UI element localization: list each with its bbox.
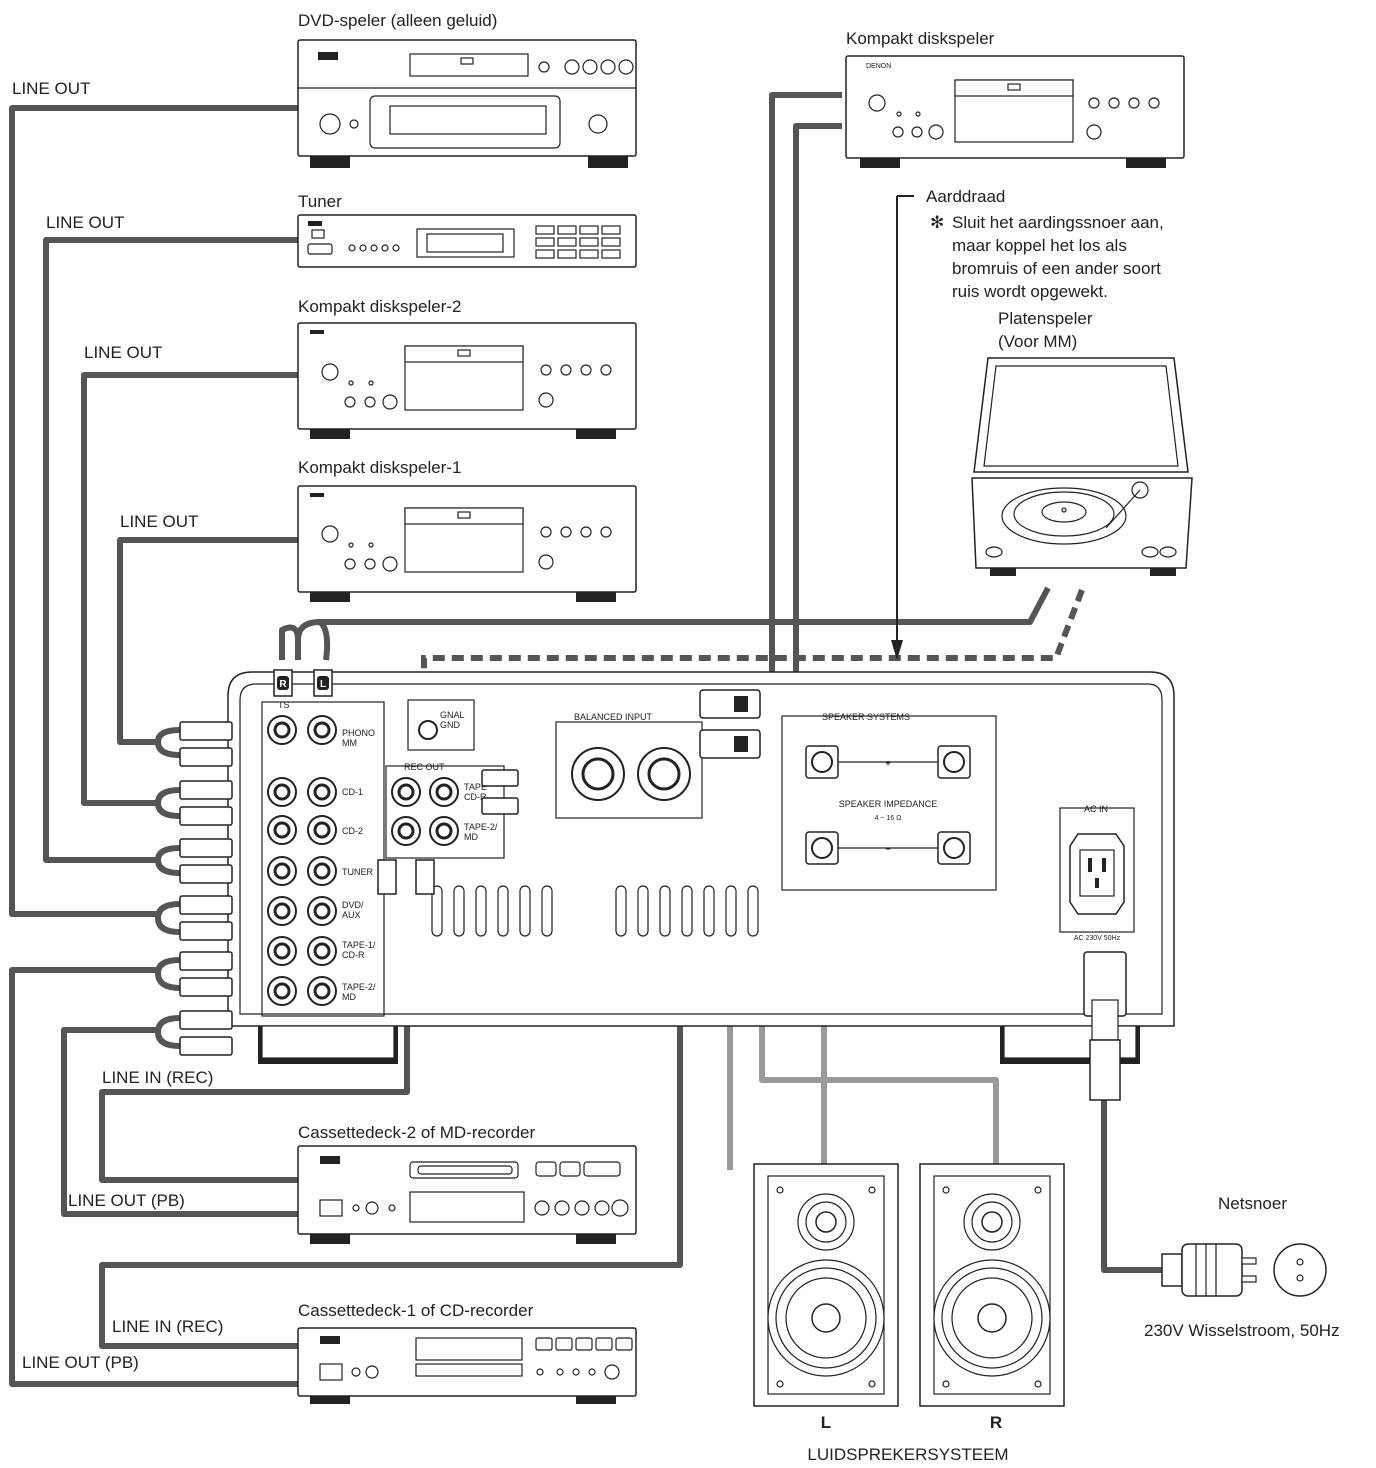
brand-logo [318, 52, 338, 60]
speaker-r-label: R [990, 1413, 1002, 1432]
ac-rating-label: AC 230V 50Hz [1074, 935, 1121, 942]
tuner-line-out-label: LINE OUT [46, 213, 124, 232]
brand-logo [320, 1336, 340, 1344]
tape2-jack-label-1: TAPE-2/ [342, 982, 376, 992]
amplifier-rear-panel: TS PHONO MM CD-1 CD-2 TUNER DVD/ AUX TAP… [179, 669, 1175, 1101]
tape2-line-out-label: LINE OUT (PB) [68, 1191, 185, 1210]
ground-note-line-2: maar koppel het los als [952, 236, 1127, 255]
brand-logo [310, 330, 324, 334]
tuner-label: Tuner [298, 192, 342, 211]
tape2-jack-label-2: MD [342, 992, 356, 1002]
speaker-right [919, 1163, 1065, 1407]
tuner [297, 214, 637, 268]
speaker-left [753, 1163, 899, 1407]
minus-label: − [885, 844, 890, 854]
inputs-abbrev: TS [278, 700, 290, 710]
speaker-systems-label: SPEAKER SYSTEMS [822, 712, 910, 722]
dvd-player [297, 39, 637, 168]
tape1-line-in-label: LINE IN (REC) [112, 1317, 223, 1336]
power-plug [1161, 1243, 1327, 1297]
ground-note-line-3: bromruis of een ander soort [952, 259, 1161, 278]
cd-player-1-label: Kompakt diskspeler-1 [298, 458, 461, 477]
plug-r-letter: R [279, 679, 287, 690]
cd-player-2-label: Kompakt diskspeler-2 [298, 297, 461, 316]
speaker-l-label: L [821, 1413, 831, 1432]
cd2-jack-label: CD-2 [342, 826, 363, 836]
tape-deck-1-label: Cassettedeck-1 of CD-recorder [298, 1301, 534, 1320]
tuner-jack-label: TUNER [342, 867, 373, 877]
ground-note-line-1: Sluit het aardingssnoer aan, [952, 213, 1164, 232]
phono-label-2: MM [342, 738, 357, 748]
phono-plugs: R L [273, 669, 333, 697]
signal-gnd-label-2: GND [440, 720, 461, 730]
ground-note-title: Aarddraad [926, 187, 1005, 206]
rca-plug-strip [179, 721, 233, 1056]
tape2-line-in-label: LINE IN (REC) [102, 1068, 213, 1087]
plus-label: + [885, 758, 890, 768]
rec-tape1-label-1: TAPE [464, 782, 487, 792]
balanced-input-label: BALANCED INPUT [574, 712, 653, 722]
cd-player-2 [297, 322, 637, 439]
plug-l-letter: L [320, 679, 326, 690]
dvd-jack-label-2: AUX [342, 910, 361, 920]
rec-tape2-label-1: TAPE-2/ [464, 822, 498, 832]
input-jacks [267, 715, 337, 1006]
tape1-line-out-label: LINE OUT (PB) [22, 1353, 139, 1372]
mains-label: 230V Wisselstroom, 50Hz [1144, 1321, 1340, 1340]
asterisk-icon: ✻ [930, 213, 944, 232]
rec-out-label: REC OUT [404, 762, 445, 772]
cd-player-balanced: DENON [845, 55, 1185, 168]
tape-deck-2-label: Cassettedeck-2 of MD-recorder [298, 1123, 535, 1142]
speaker-impedance-label: SPEAKER IMPEDANCE [839, 799, 938, 809]
turntable [971, 357, 1193, 576]
turntable-label-1: Platenspeler [998, 309, 1093, 328]
turntable-label-2: (Voor MM) [998, 332, 1077, 351]
vent-slots [431, 885, 759, 937]
cd1-line-out-label: LINE OUT [120, 512, 198, 531]
ac-in-label: AC IN [1084, 804, 1108, 814]
rec-tape1-label-2: CD-R [464, 792, 487, 802]
ground-note: Aarddraad ✻ Sluit het aardingssnoer aan,… [926, 187, 1164, 301]
cd2-line-out-label: LINE OUT [84, 343, 162, 362]
tape1-jack-label-1: TAPE-1/ [342, 940, 376, 950]
power-cord-label: Netsnoer [1218, 1194, 1287, 1213]
brand-logo [310, 493, 324, 497]
cd1-jack-label: CD-1 [342, 787, 363, 797]
dvd-line-out-label: LINE OUT [12, 79, 90, 98]
rec-tape2-label-2: MD [464, 832, 478, 842]
dvd-player-label: DVD-speler (alleen geluid) [298, 11, 497, 30]
phono-label-1: PHONO [342, 728, 375, 738]
ground-arrow [891, 195, 914, 660]
cd-player-1 [297, 485, 637, 602]
brand-logo [320, 1156, 340, 1164]
ground-note-line-4: ruis wordt opgewekt. [952, 282, 1108, 301]
signal-gnd-label-1: GNAL [440, 710, 465, 720]
cd-player-balanced-label: Kompakt diskspeler [846, 29, 995, 48]
impedance-range: 4 ~ 16 Ω [875, 815, 902, 822]
tape-deck-1 [297, 1327, 637, 1404]
brand-logo: DENON [866, 63, 891, 70]
dvd-jack-label-1: DVD/ [342, 900, 364, 910]
brand-logo [308, 221, 322, 226]
tape1-jack-label-2: CD-R [342, 950, 365, 960]
tape-deck-2 [297, 1145, 637, 1244]
speaker-system-label: LUIDSPREKERSYSTEEM [807, 1445, 1008, 1464]
